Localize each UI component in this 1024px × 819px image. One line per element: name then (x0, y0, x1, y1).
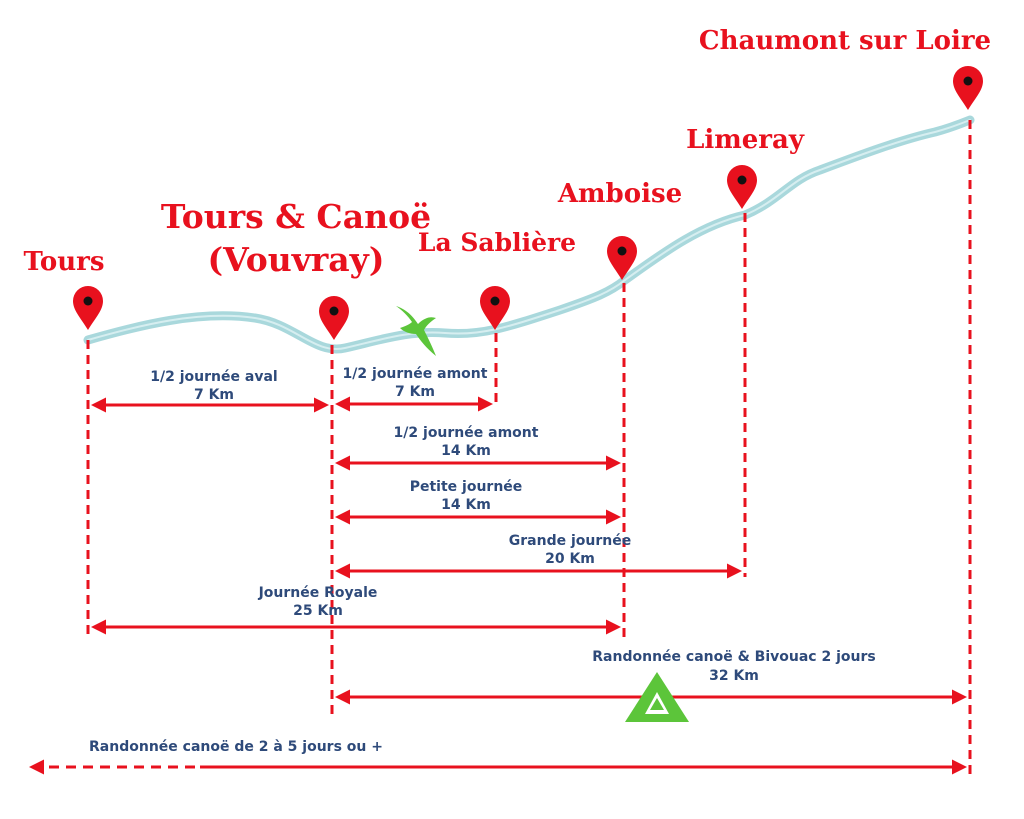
route-distance-amont-14: 14 Km (441, 443, 491, 459)
route-name-grande: Grande journée (509, 533, 631, 549)
place-label-tours-canoe: Tours & Canoë (161, 197, 431, 236)
map-pin-icon (727, 165, 757, 209)
map-pin-icon (73, 286, 103, 330)
map-pin-icon (607, 236, 637, 280)
place-label-limeray: Limeray (686, 125, 805, 155)
map-pin-icon (319, 296, 349, 340)
route-name-bivouac: Randonnée canoë & Bivouac 2 jours (592, 649, 875, 665)
place-label-vouvray: (Vouvray) (208, 240, 385, 279)
place-label-la-sabliere: La Sablière (418, 228, 576, 257)
bird-icon (396, 306, 436, 356)
route-name-multi: Randonnée canoë de 2 à 5 jours ou + (89, 739, 383, 755)
route-name-petite: Petite journée (410, 479, 523, 495)
route-distance-royale: 25 Km (293, 603, 343, 619)
route-name-royale: Journée Royale (258, 585, 378, 601)
route-name-aval: 1/2 journée aval (150, 369, 277, 385)
map-pin-icon (953, 66, 983, 110)
route-distance-grande: 20 Km (545, 551, 595, 567)
route-name-amont-14: 1/2 journée amont (394, 425, 539, 441)
route-name-amont-7: 1/2 journée amont (343, 366, 488, 382)
place-label-chaumont: Chaumont sur Loire (699, 26, 991, 56)
place-label-tours: Tours (24, 247, 105, 277)
route-distance-amont-7: 7 Km (395, 384, 435, 400)
map-pin-icon (480, 286, 510, 330)
tent-icon (625, 672, 689, 722)
loire-river (83, 115, 975, 354)
route-distance-petite: 14 Km (441, 497, 491, 513)
route-distance-bivouac: 32 Km (709, 668, 759, 684)
route-distance-aval: 7 Km (194, 387, 234, 403)
place-label-amboise: Amboise (557, 179, 682, 209)
